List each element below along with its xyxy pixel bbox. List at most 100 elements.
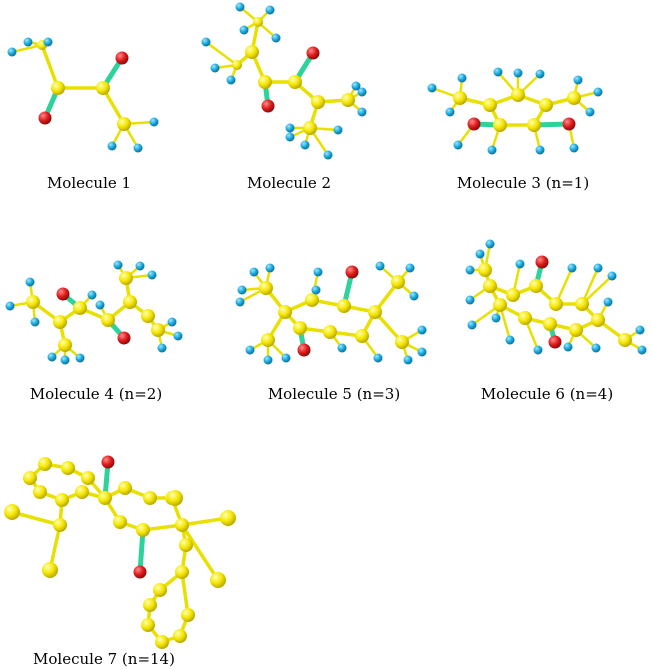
hydrogen-atom bbox=[133, 143, 143, 153]
hydrogen-atom bbox=[637, 345, 647, 355]
carbon-atom bbox=[33, 485, 47, 499]
carbon-atom bbox=[141, 618, 155, 632]
bond bbox=[180, 570, 190, 617]
carbon-atom bbox=[4, 504, 20, 520]
hydrogen-atom bbox=[245, 345, 255, 355]
molecule-3-panel bbox=[0, 0, 652, 200]
carbon-atom bbox=[101, 313, 115, 327]
molecule-2-caption: Molecule 2 bbox=[246, 174, 332, 192]
hydrogen-atom bbox=[271, 33, 281, 43]
oxygen-atom bbox=[261, 99, 275, 113]
carbon-atom bbox=[141, 309, 155, 323]
hydrogen-atom bbox=[607, 271, 617, 281]
atoms bbox=[465, 239, 647, 355]
carbon-atom bbox=[38, 457, 52, 471]
hydrogen-atom bbox=[167, 317, 177, 327]
hydrogen-atom bbox=[417, 347, 427, 357]
carbon-atom bbox=[181, 608, 195, 622]
hydrogen-atom bbox=[87, 290, 97, 300]
carbon-atom bbox=[293, 321, 307, 335]
hydrogen-atom bbox=[7, 47, 17, 57]
hydrogen-atom bbox=[357, 87, 367, 97]
hydrogen-atom bbox=[487, 145, 497, 155]
hydrogen-atom bbox=[313, 267, 323, 277]
carbon-atom bbox=[155, 635, 169, 649]
hydrogen-atom bbox=[5, 301, 15, 311]
hydrogen-atom bbox=[417, 325, 427, 335]
hydrogen-atom bbox=[60, 355, 70, 365]
molecule-2-panel bbox=[0, 0, 652, 200]
carbon-atom bbox=[175, 518, 189, 532]
carbon-atom bbox=[518, 311, 532, 325]
molecule-3-structure bbox=[427, 67, 603, 155]
oxygen-atom bbox=[535, 255, 549, 269]
carbon-atom bbox=[355, 329, 369, 343]
carbon-atom bbox=[81, 471, 95, 485]
carbon-atom bbox=[23, 471, 37, 485]
carbon-atom bbox=[569, 323, 583, 337]
hydrogen-atom bbox=[635, 325, 645, 335]
carbon-atom bbox=[261, 333, 275, 347]
hydrogen-atom bbox=[235, 297, 245, 307]
hydrogen-atom bbox=[265, 263, 275, 273]
molecule-1-panel bbox=[0, 0, 200, 200]
carbon-atom bbox=[61, 461, 75, 475]
hydrogen-atom bbox=[281, 353, 291, 363]
carbon-atom bbox=[478, 263, 492, 277]
hydrogen-atom bbox=[43, 37, 53, 47]
hydrogen-atom bbox=[157, 343, 167, 353]
hydrogen-atom bbox=[249, 267, 259, 277]
hydrogen-atom bbox=[373, 353, 383, 363]
carbon-atom bbox=[549, 297, 563, 311]
carbon-atom bbox=[73, 301, 87, 315]
hydrogen-atom bbox=[285, 123, 295, 133]
hydrogen-atom bbox=[567, 263, 577, 273]
oxygen-atom bbox=[345, 265, 359, 279]
hydrogen-atom bbox=[491, 313, 501, 323]
carbon-atom bbox=[245, 45, 259, 59]
carbon-atom bbox=[136, 523, 150, 537]
carbon-atom bbox=[151, 323, 165, 337]
oxygen-atom bbox=[117, 331, 131, 345]
bond bbox=[204, 40, 239, 67]
carbon-atom bbox=[167, 490, 183, 506]
bond bbox=[40, 43, 60, 90]
atoms bbox=[5, 260, 183, 365]
carbon-atom bbox=[153, 583, 167, 597]
hydrogen-atom bbox=[515, 259, 525, 269]
carbon-atom bbox=[303, 121, 317, 135]
atoms bbox=[7, 37, 159, 153]
hydrogen-atom bbox=[533, 345, 543, 355]
hydrogen-atom bbox=[535, 145, 545, 155]
hydrogen-atom bbox=[467, 320, 477, 330]
carbon-atom bbox=[42, 562, 58, 578]
molecule-1-caption: Molecule 1 bbox=[46, 174, 132, 192]
hydrogen-atom bbox=[593, 87, 603, 97]
carbon-atom bbox=[119, 271, 133, 285]
hydrogen-atom bbox=[285, 132, 295, 142]
carbon-atom bbox=[53, 315, 67, 329]
carbon-atom bbox=[395, 335, 409, 349]
molecule-7-caption: Molecule 7 (n=14) bbox=[33, 650, 175, 668]
hydrogen-atom bbox=[357, 107, 367, 117]
carbon-atom bbox=[539, 98, 553, 112]
carbon-atom bbox=[143, 598, 157, 612]
molecule-1-structure bbox=[7, 37, 159, 153]
carbon-atom bbox=[53, 518, 67, 532]
carbon-atom bbox=[341, 93, 355, 107]
molecule-3-caption: Molecule 3 (n=1) bbox=[456, 174, 590, 192]
carbon-atom bbox=[337, 299, 351, 313]
hydrogen-atom bbox=[237, 285, 247, 295]
carbon-atom bbox=[527, 118, 541, 132]
hydrogen-atom bbox=[323, 150, 333, 160]
hydrogen-atom bbox=[300, 140, 310, 150]
carbon-atom bbox=[506, 288, 520, 302]
hydrogen-atom bbox=[573, 75, 583, 85]
hydrogen-atom bbox=[403, 355, 413, 365]
molecule-4-structure bbox=[5, 260, 183, 365]
carbon-atom bbox=[493, 118, 507, 132]
hydrogen-atom bbox=[535, 69, 545, 79]
oxygen-atom bbox=[306, 46, 320, 60]
molecule-6-panel bbox=[465, 239, 647, 355]
hydrogen-atom bbox=[147, 270, 157, 280]
